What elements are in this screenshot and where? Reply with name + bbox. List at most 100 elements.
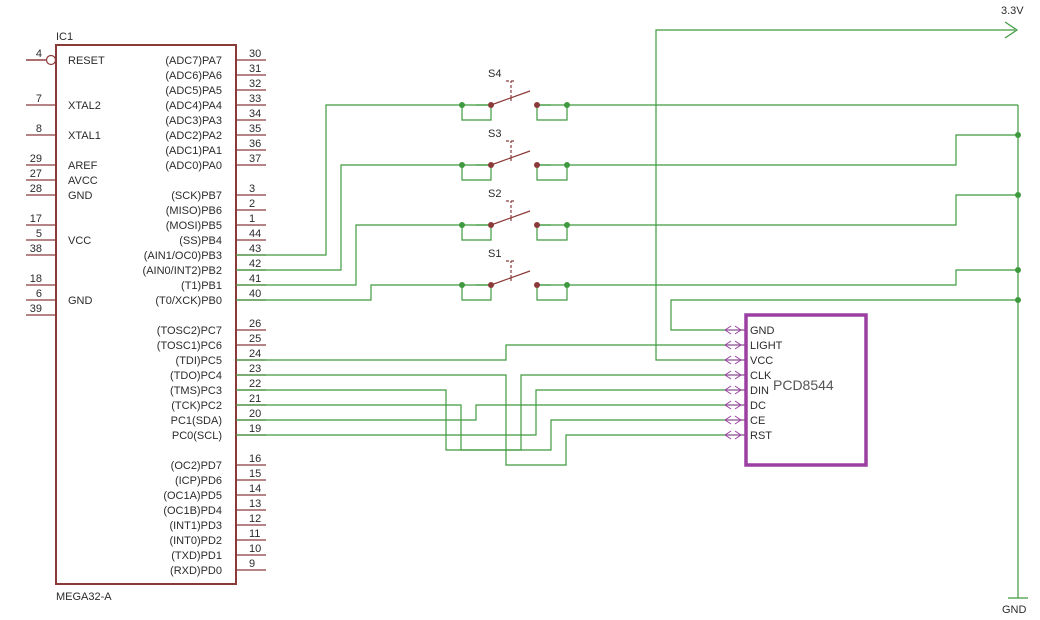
switch-junction — [459, 162, 465, 168]
ground-junction — [1015, 132, 1021, 138]
supply-wire — [655, 29, 1015, 361]
wire-pb1-s2 — [236, 224, 462, 286]
ic-pin-number: 32 — [249, 78, 261, 90]
lcd-pin-arrow — [724, 355, 745, 365]
switch-junction — [564, 162, 570, 168]
ic-pin-name: XTAL2 — [68, 100, 101, 112]
lcd-pin-name: VCC — [750, 355, 773, 367]
ic-pin-name: (T0/XCK)PB0 — [155, 295, 222, 307]
ic-pin-number: 6 — [36, 288, 42, 300]
wire-lcd-ground — [670, 299, 1018, 331]
ic-pin-name: (OC2)PD7 — [171, 460, 222, 472]
lcd-pin-name: CLK — [750, 370, 772, 382]
ic-pin-number: 16 — [249, 453, 261, 465]
ic-pin-name: (ICP)PD6 — [175, 475, 222, 487]
lcd-pin-name: DIN — [750, 385, 769, 397]
ic-pin-number: 21 — [249, 393, 261, 405]
ic-pin-number: 5 — [36, 228, 42, 240]
ic-pin-number: 28 — [30, 183, 42, 195]
switch-terminal — [534, 282, 540, 288]
ic-pin-name: (ADC3)PA3 — [165, 115, 222, 127]
switch-actuator — [506, 80, 516, 101]
push-button-switch: S2 — [459, 188, 570, 241]
lcd-name: PCD8544 — [773, 377, 834, 393]
switch-junction — [564, 222, 570, 228]
ic-pin-number: 36 — [249, 138, 261, 150]
ic-pin-name: (SCK)PB7 — [171, 190, 222, 202]
microcontroller: IC1 MEGA32-A 4RESET7XTAL28XTAL129AREF27A… — [26, 31, 266, 603]
ic-pin-number: 30 — [249, 48, 261, 60]
push-button-switch: S3 — [459, 128, 570, 181]
ic-pin-name: RESET — [68, 55, 105, 67]
supply-arrow — [1004, 21, 1019, 39]
ic-pin-name: AVCC — [68, 175, 98, 187]
ic-pin-number: 14 — [249, 483, 261, 495]
ic-pin-name: (RXD)PD0 — [170, 565, 222, 577]
ic-pin-name: (ADC1)PA1 — [165, 145, 222, 157]
push-button-switch: S1 — [459, 248, 570, 301]
ic-pin-name: (INT0)PD2 — [169, 535, 222, 547]
ic-pin-name: (SS)PB4 — [179, 235, 222, 247]
ic-pin-number: 20 — [249, 408, 261, 420]
ic-pin-name: (INT1)PD3 — [169, 520, 222, 532]
lcd-body — [744, 313, 868, 467]
lcd-pin-arrow — [724, 415, 745, 425]
ic-pin-number: 18 — [30, 273, 42, 285]
ic-pin-number: 31 — [249, 63, 261, 75]
supply-label: 3.3V — [1001, 5, 1024, 17]
ic-pin-number: 29 — [30, 153, 42, 165]
wire-pb2-s3 — [236, 164, 462, 271]
ground-junction — [1015, 297, 1021, 303]
switch-actuator — [506, 200, 516, 221]
ic-pin-name: (ADC4)PA4 — [165, 100, 222, 112]
ic-pin-name: (AIN1/OC0)PB3 — [144, 250, 222, 262]
switch-label: S3 — [488, 128, 501, 140]
lcd-pin-name: DC — [750, 400, 766, 412]
lcd-pin-name: GND — [750, 325, 775, 337]
ic-pin-name: (T1)PB1 — [181, 280, 222, 292]
switch-actuator — [506, 260, 516, 281]
ic-pin-number: 25 — [249, 333, 261, 345]
push-button-switch: S4 — [459, 68, 570, 121]
switch-label: S2 — [488, 188, 501, 200]
wire-pc2-din — [236, 389, 745, 436]
wire-s3-ground — [567, 134, 1018, 166]
lcd-pin-name: RST — [750, 430, 772, 442]
switch-terminal — [534, 222, 540, 228]
ground-label: GND — [1002, 604, 1027, 616]
lcd-pin-arrow — [724, 400, 745, 410]
ic-pin-number: 38 — [30, 243, 42, 255]
ic-pin-name: GND — [68, 190, 93, 202]
switch-right-lead — [536, 104, 568, 121]
ic-pin-name: (ADC2)PA2 — [165, 130, 222, 142]
ic-pin-name: (TOSC1)PC6 — [157, 340, 222, 352]
wire-s2-ground — [567, 194, 1018, 226]
ic-pin-number: 37 — [249, 153, 261, 165]
ic-pin-number: 24 — [249, 348, 261, 360]
switch-terminal — [488, 162, 494, 168]
ic-pin-name: (TOSC2)PC7 — [157, 325, 222, 337]
ic-pin-number: 7 — [36, 93, 42, 105]
ic-pin-number: 10 — [249, 543, 261, 555]
wire-pb0-s1 — [236, 284, 462, 301]
ic-pin-number: 35 — [249, 123, 261, 135]
wire-pc0-ce — [236, 419, 745, 451]
wire-pc1-dc — [236, 404, 745, 421]
switch-junction — [459, 222, 465, 228]
lcd-pin-name: CE — [750, 415, 765, 427]
lcd-pin-arrow — [724, 340, 745, 350]
ic-pin-number: 33 — [249, 93, 261, 105]
switch-right-lead — [536, 224, 568, 241]
ic-pin-number: 42 — [249, 258, 261, 270]
ic-pin-number: 13 — [249, 498, 261, 510]
switch-terminal — [534, 102, 540, 108]
ic-pin-number: 2 — [249, 198, 255, 210]
lcd-pin-arrow — [724, 385, 745, 395]
ic-pin-name: (MISO)PB6 — [166, 205, 222, 217]
switch-left-lead — [461, 284, 492, 301]
ic-pin-number: 3 — [249, 183, 255, 195]
ic-pin-name: (OC1B)PD4 — [163, 505, 222, 517]
